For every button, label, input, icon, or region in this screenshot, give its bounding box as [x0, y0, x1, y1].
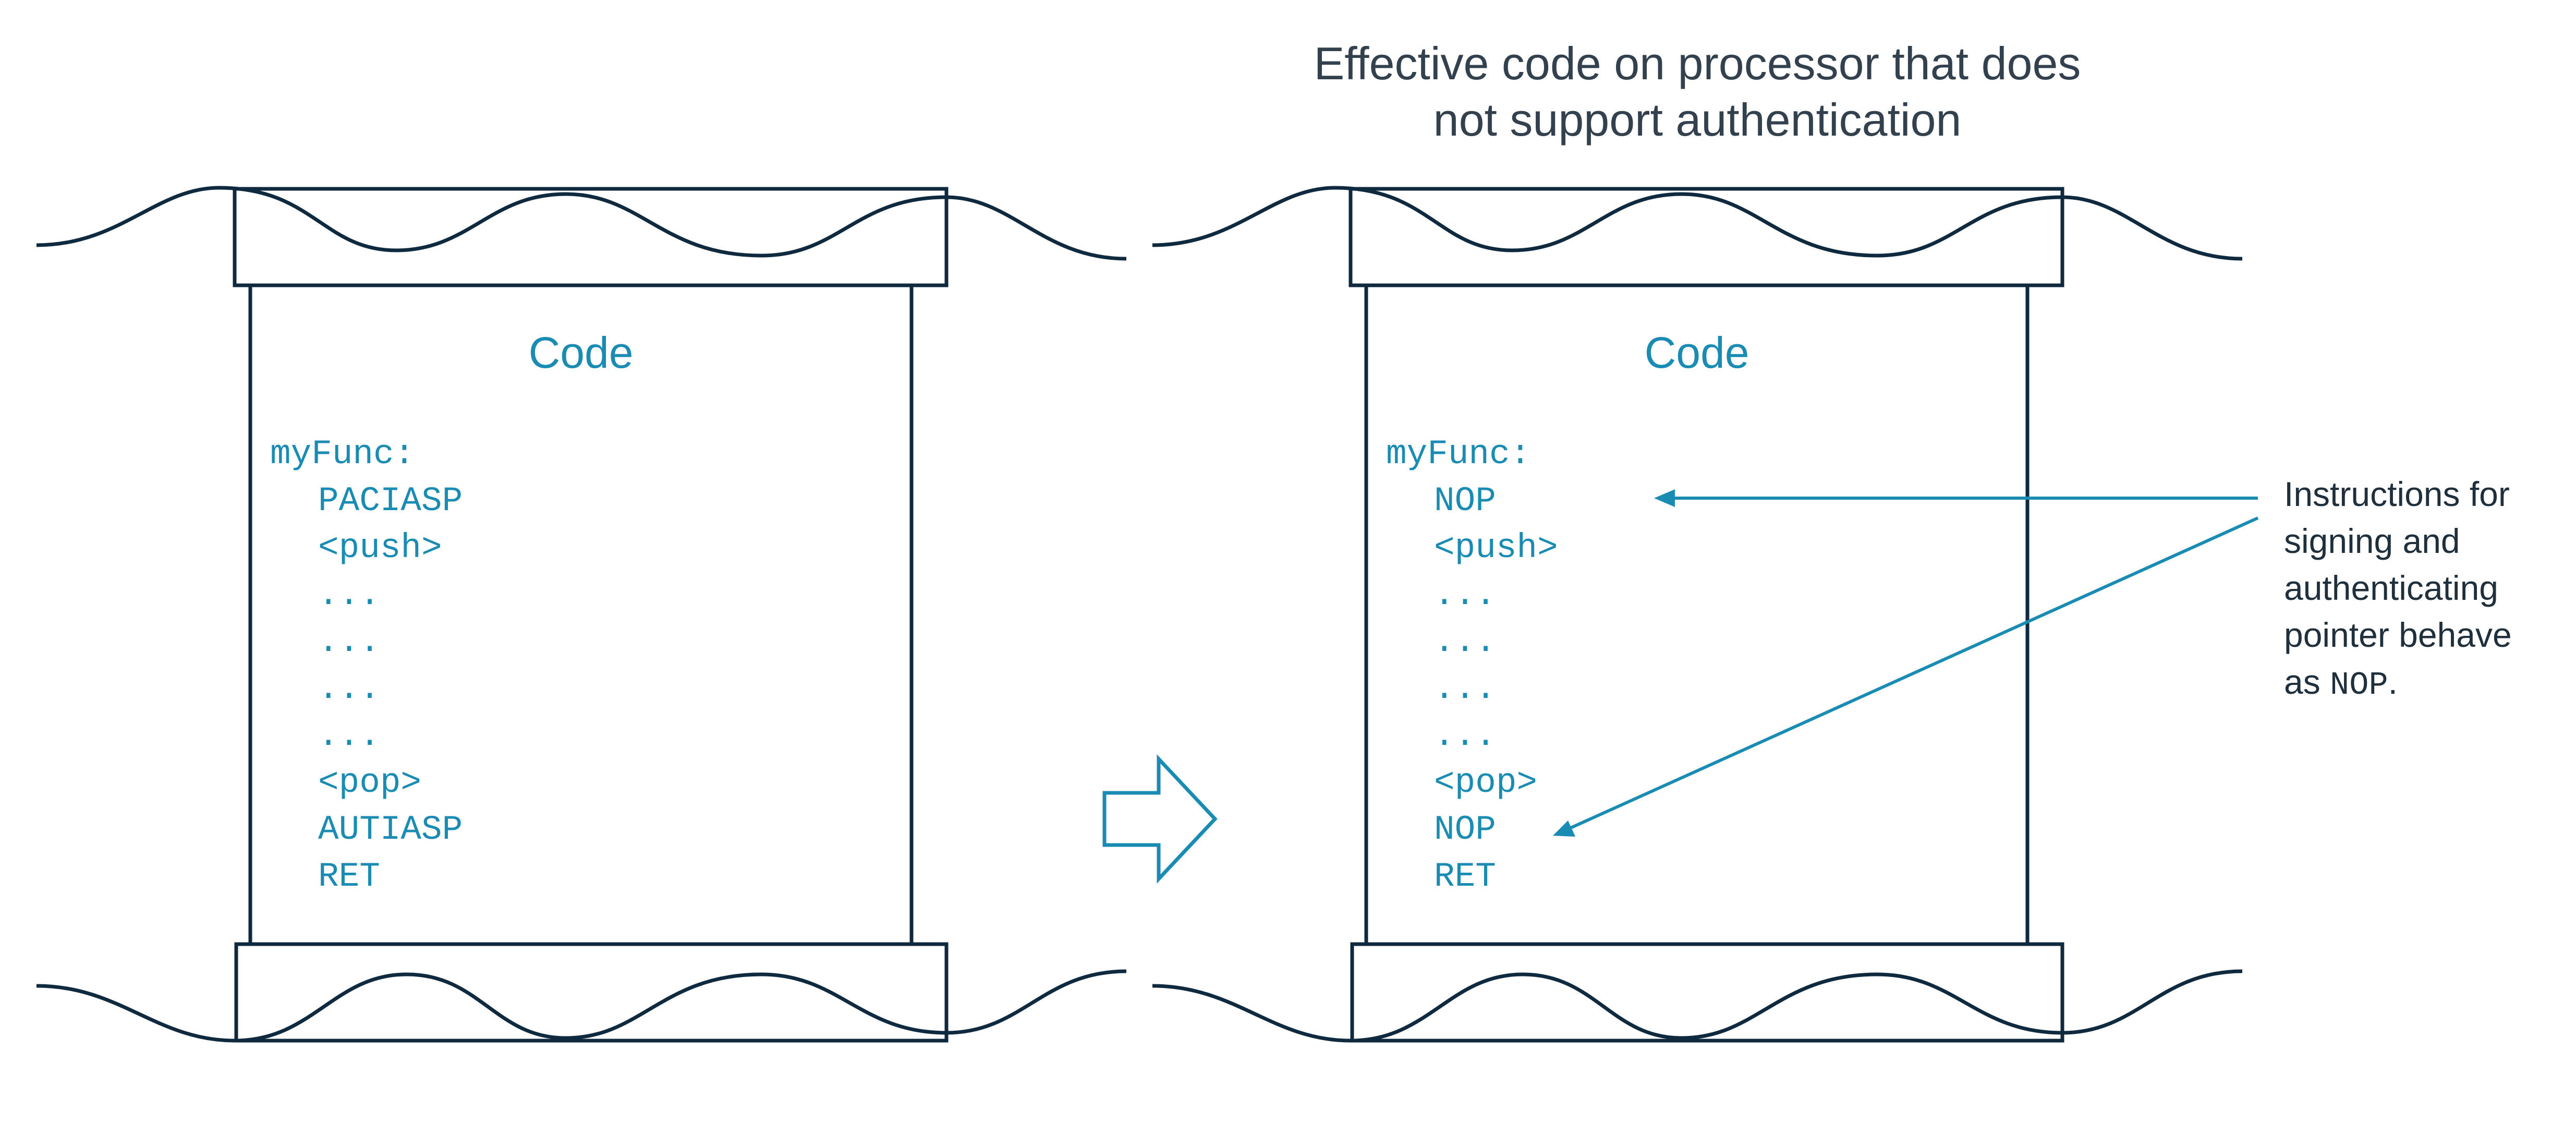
- right-code-line: ...: [1434, 669, 1496, 708]
- right-arrow-outline-icon: [1102, 754, 1218, 884]
- left-bottom-wave: [36, 969, 1127, 1043]
- left-code-panel: Code myFunc: PACIASP <push> ... ... ... …: [36, 186, 1127, 1043]
- right-code-line: RET: [1434, 857, 1496, 896]
- left-code-line: PACIASP: [318, 481, 463, 521]
- left-code-heading: Code: [529, 328, 634, 377]
- arrow-left-icon: [1553, 821, 1575, 837]
- pointer-arrows: [1553, 489, 2259, 837]
- left-top-wave: [36, 186, 1127, 261]
- right-code-line-nop-auth: NOP: [1434, 810, 1496, 849]
- right-code-panel: Code myFunc: NOP <push> ... ... ... ... …: [1152, 186, 2243, 1043]
- right-bottom-wave: [1152, 969, 2243, 1043]
- pointer-line-lower: [1569, 516, 2259, 830]
- annotation-line-last: as NOP.: [2284, 662, 2398, 704]
- annotation-line: pointer behave: [2284, 616, 2512, 654]
- title-line-1: Effective code on processor that does: [1314, 38, 2081, 89]
- right-code-heading: Code: [1645, 328, 1749, 377]
- left-code-line: myFunc:: [270, 435, 415, 474]
- title-line-2: not support authentication: [1433, 94, 1962, 146]
- left-code-line: AUTIASP: [318, 810, 463, 849]
- left-code-line: RET: [318, 857, 380, 896]
- right-code-line: <pop>: [1434, 763, 1537, 802]
- arrow-left-icon: [1654, 489, 1675, 507]
- annotation-suffix: .: [2388, 662, 2398, 701]
- annotation-prefix: as: [2284, 662, 2330, 701]
- right-code-line-nop-sign: NOP: [1434, 481, 1496, 521]
- right-code-line: ...: [1434, 575, 1496, 614]
- right-top-wave: [1152, 186, 2243, 261]
- annotation-line: Instructions for: [2284, 475, 2510, 513]
- right-code-line: <push>: [1434, 528, 1558, 568]
- left-bottom-rail: [234, 942, 949, 1043]
- right-code-line: ...: [1434, 622, 1496, 661]
- annotation-line: authenticating: [2284, 569, 2498, 607]
- left-code-line: <push>: [318, 528, 442, 568]
- right-code-line: myFunc:: [1386, 435, 1530, 474]
- left-code-line: ...: [318, 622, 380, 661]
- right-bottom-rail: [1350, 942, 2064, 1043]
- left-code-line: ...: [318, 716, 380, 755]
- left-code-line: ...: [318, 669, 380, 708]
- annotation-text: Instructions for signing and authenticat…: [2284, 475, 2512, 704]
- annotation-line: signing and: [2284, 522, 2460, 560]
- left-code-line: ...: [318, 575, 380, 614]
- left-code-line: <pop>: [318, 763, 421, 802]
- annotation-nop: NOP: [2330, 667, 2388, 704]
- right-code-line: ...: [1434, 716, 1496, 755]
